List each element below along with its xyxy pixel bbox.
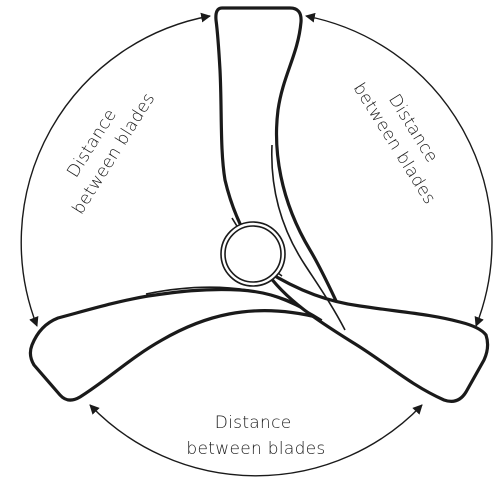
arc-right — [305, 12, 493, 327]
blade-top-inner-edge — [270, 144, 346, 331]
distance-arrows — [20, 12, 493, 477]
hub — [220, 221, 286, 287]
blade-left-inner-edge — [145, 286, 323, 321]
label-bottom-line2: between blades — [186, 439, 325, 459]
arc-bottom — [89, 404, 423, 477]
propeller — [28, 6, 490, 403]
label-right: Distance between blades — [349, 67, 460, 208]
label-bottom-line1: Distance — [215, 413, 292, 433]
arc-left — [20, 12, 211, 327]
label-left: Distance between blades — [48, 77, 159, 218]
blade-left — [28, 287, 322, 402]
label-bottom: Distance between blades — [186, 413, 325, 459]
hub-inner-ring — [224, 225, 282, 283]
blade-right — [263, 268, 490, 403]
